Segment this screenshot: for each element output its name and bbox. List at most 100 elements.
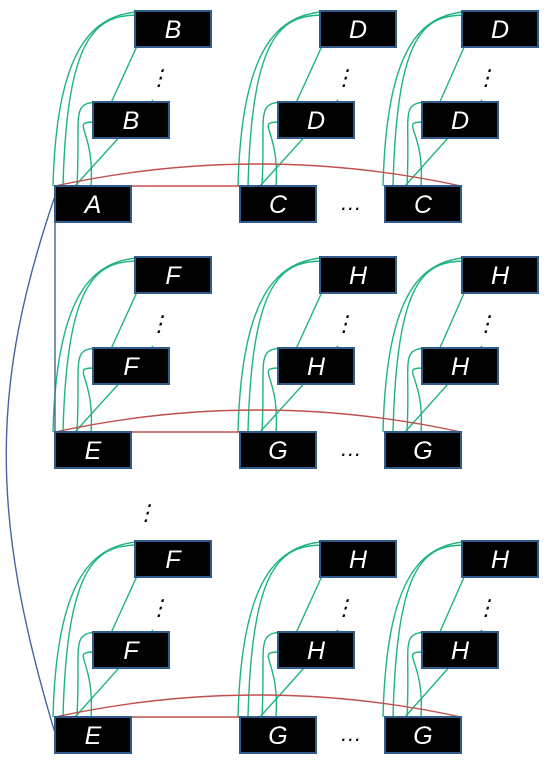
group-0-col-1-child-top: D [319,10,397,48]
group-1-col-2-child-top: H [461,256,539,294]
group-2-col-0-child-top: F [134,540,212,578]
group-2-col-2-green-edge-3 [411,651,425,718]
group-1-col-2-child-bottom: H [421,347,499,385]
group-1-col-2-green-edge-1 [392,260,467,433]
group-2-sibling-first-box [239,716,317,754]
group-2-col-2-child-top-box [461,540,539,578]
group-0-col-0-vertical-ellipsis: ⋮ [148,65,170,90]
group-2-col-0-child-top-label: F [165,546,182,574]
group-0-col-1-child-top-label: D [349,16,367,44]
group-1-sibling-first-label: G [268,437,287,465]
group-2-col-2-child-top-label: H [491,546,510,574]
group-2-col-0-child-bottom: F [92,631,170,669]
group-0-col-1-child-bottom-label: D [307,107,325,135]
group-2-col-1-child-top: H [319,540,397,578]
group-1-col-1-child-bottom-label: H [307,353,326,381]
group-2-horizontal-ellipsis: … [340,721,362,746]
group-2-col-2-green-edge-1 [392,544,467,718]
group-1-sibling-first-box [239,431,317,469]
group-0-col-2-child-bottom-box [421,101,499,139]
group-0-sibling-last: C [384,185,462,223]
group-1-col-1-child-bottom-box [277,347,355,385]
group-0-col-0-child-top: B [134,10,212,48]
group-0-root-label: A [83,191,102,219]
group-0-col-2-child-bottom: D [421,101,499,139]
group-0-col-0-child-bottom-box [92,101,170,139]
group-0-col-1-green-edge-1 [247,14,325,187]
group-0-sibling-first-label: C [269,191,288,219]
group-1-col-1-green-edge-3 [267,367,281,433]
group-2-col-0-child-bottom-label: F [123,637,140,665]
group-0-horizontal-ellipsis: … [340,190,362,215]
group-0-col-2-child-top-box [461,10,539,48]
group-1-red-edge-arc [54,409,462,433]
group-2-col-2-child-bottom-label: H [451,637,470,665]
group-0-col-1-child-bottom: D [277,101,355,139]
group-2-sibling-last: G [384,716,462,754]
group-1-root-box [54,431,132,469]
group-2-sibling-first-label: G [268,722,287,750]
group-2-col-1-vertical-ellipsis: ⋮ [333,595,355,620]
group-1-col-2-vertical-ellipsis: ⋮ [475,311,497,336]
group-0-col-2-vertical-ellipsis: ⋮ [475,65,497,90]
group-0-sibling-first: C [239,185,317,223]
group-2-col-0-vertical-ellipsis: ⋮ [148,595,170,620]
group-2-col-0-child-top-box [134,540,212,578]
group-0-col-1-vertical-ellipsis: ⋮ [333,65,355,90]
group-0-col-0-green-edge-3 [82,121,96,187]
group-1-col-1-child-top-box [319,256,397,294]
group-0-col-2-child-bottom-label: D [451,107,469,135]
group-1-col-1-vertical-ellipsis: ⋮ [333,311,355,336]
group-2-col-2-child-bottom-box [421,631,499,669]
group-1-sibling-last-label: G [413,437,432,465]
group-0-col-1-child-bottom-box [277,101,355,139]
group-2-col-1-child-bottom-label: H [307,637,326,665]
group-1-col-0-child-bottom-box [92,347,170,385]
group-1-col-2-child-top-label: H [491,262,510,290]
group-1-col-0-child-bottom: F [92,347,170,385]
group-1-col-0-green-edge-3 [82,367,96,433]
group-0-col-2-green-edge-1 [392,14,467,187]
group-0-sibling-last-box [384,185,462,223]
group-1-horizontal-ellipsis: … [340,436,362,461]
group-1-col-2-green-edge-3 [411,367,425,433]
group-0-col-0-child-top-label: B [165,16,182,44]
group-2-col-2-vertical-ellipsis: ⋮ [475,595,497,620]
group-1-root: E [54,431,132,469]
group-0-col-0-child-bottom: B [92,101,170,139]
group-0-root-box [54,185,132,223]
group-1-col-0-child-top-box [134,256,212,294]
group-2-col-1-child-top-label: H [349,546,368,574]
ellipsis-layer: ⋮⋮⋮…⋮⋮⋮…⋮⋮⋮…⋮ [135,65,497,746]
blue-edge-a-to-e2 [5,195,56,734]
group-2-sibling-last-label: G [413,722,432,750]
group-1-sibling-last-box [384,431,462,469]
group-0-col-2-child-top: D [461,10,539,48]
group-1-col-1-green-edge-1 [247,260,325,433]
group-vertical-ellipsis: ⋮ [135,500,157,525]
group-1-col-0-child-bottom-label: F [123,353,140,381]
group-2-col-1-green-edge-1 [247,544,325,718]
group-1-col-0-child-top-label: F [165,262,182,290]
group-2-col-2-child-bottom: H [421,631,499,669]
group-0-sibling-last-label: C [414,191,433,219]
group-0-col-0-child-top-box [134,10,212,48]
group-2-col-0-child-bottom-box [92,631,170,669]
nodes-layer: B B D D D D A C C F F H H H H E G G F F H H H H E G G [54,10,539,754]
group-1-col-1-child-bottom: H [277,347,355,385]
group-0-col-0-green-edge-1 [62,14,140,187]
group-2-col-0-green-edge-1 [62,544,140,718]
group-2-red-edge-arc [54,694,462,718]
edges-layer [5,10,483,734]
group-1-col-2-child-bottom-box [421,347,499,385]
group-2-sibling-first: G [239,716,317,754]
group-1-col-1-child-top: H [319,256,397,294]
group-1-col-2-child-top-box [461,256,539,294]
group-2-col-2-child-top: H [461,540,539,578]
group-2-root-label: E [85,722,102,750]
group-0-col-0-child-bottom-label: B [123,107,140,135]
group-1-sibling-first: G [239,431,317,469]
group-2-col-0-green-edge-3 [82,651,96,718]
